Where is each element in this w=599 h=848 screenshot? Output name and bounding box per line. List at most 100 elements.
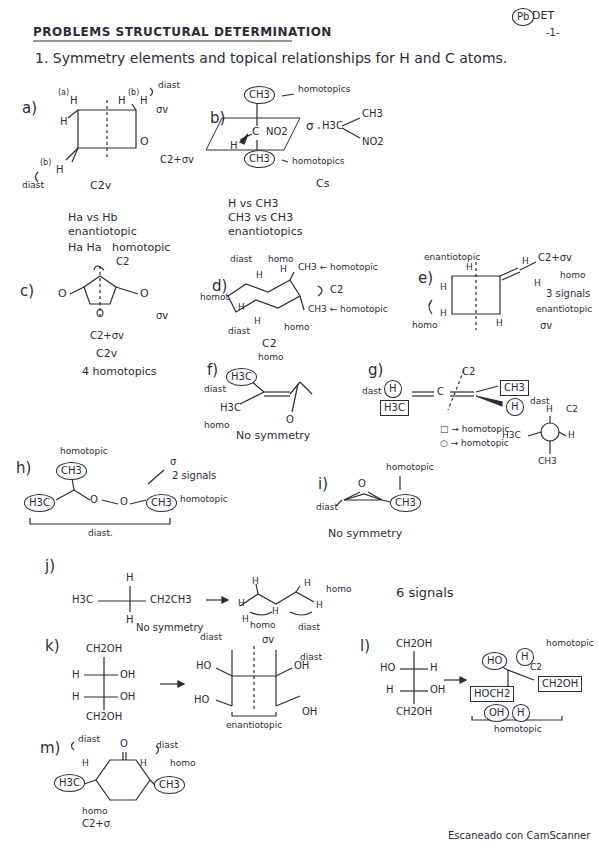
boxed-group: CH3 bbox=[500, 380, 529, 396]
note-text: homo bbox=[284, 322, 309, 332]
note-text: NO2 bbox=[266, 126, 288, 138]
node-text: H bbox=[511, 401, 519, 412]
note-text: H bbox=[386, 684, 394, 696]
note-text: H bbox=[72, 669, 80, 681]
node-text: H3C bbox=[29, 497, 50, 508]
node-text: CH3 bbox=[395, 497, 416, 508]
note-text: C bbox=[437, 386, 444, 398]
node-text: CH3 bbox=[249, 89, 270, 100]
note-text: (a) bbox=[58, 88, 69, 97]
note-text: CH2OH bbox=[86, 711, 122, 723]
note-text: e) bbox=[418, 270, 433, 287]
boxed-group: HOCH2 bbox=[470, 686, 514, 702]
note-text: Escaneado con CamScanner bbox=[448, 830, 590, 842]
cyclohexanone-m bbox=[72, 742, 159, 800]
note-text: diast bbox=[22, 180, 44, 190]
note-text: H bbox=[256, 270, 263, 280]
note-text: diast bbox=[204, 384, 226, 394]
note-text: diast bbox=[298, 622, 320, 632]
boxed-group: H3C bbox=[380, 400, 409, 416]
circled-group: H3C bbox=[54, 774, 85, 792]
circled-group: HO bbox=[482, 652, 507, 670]
note-text: Cs bbox=[316, 178, 329, 191]
note-text: H bbox=[522, 256, 529, 266]
note-text: diast bbox=[78, 734, 100, 744]
note-text: H bbox=[466, 262, 473, 272]
note-text: HO bbox=[380, 662, 395, 674]
note-text: CH2OH bbox=[86, 643, 122, 655]
node-text: HOCH2 bbox=[474, 688, 510, 699]
note-text: H bbox=[140, 758, 147, 768]
note-text: O bbox=[140, 288, 149, 301]
note-text: CH3 ← homotopic bbox=[308, 304, 388, 314]
note-text: Ha vs Hb bbox=[68, 212, 118, 225]
note-text: σv bbox=[262, 634, 274, 646]
note-text: homotopics bbox=[298, 84, 350, 94]
note-text: C2 bbox=[262, 338, 277, 351]
node-text: H bbox=[521, 651, 529, 662]
note-text: CH2OH bbox=[396, 706, 432, 718]
note-text: H bbox=[272, 606, 279, 616]
note-text: H bbox=[440, 308, 447, 318]
note-text: HO bbox=[194, 694, 209, 706]
note-text: homo bbox=[170, 758, 195, 768]
cyclobutane-e bbox=[429, 262, 536, 330]
circled-group: CH3 bbox=[244, 150, 275, 168]
circled-group: CH3 bbox=[154, 776, 185, 794]
note-text: σ bbox=[306, 120, 314, 134]
fischer-k bbox=[84, 646, 300, 716]
page-title: PROBLEMS STRUCTURAL DETERMINATION bbox=[33, 26, 332, 40]
note-text: σ bbox=[170, 456, 176, 468]
note-text: OH bbox=[294, 660, 309, 672]
note-text: H bbox=[280, 264, 287, 274]
node-text: H3C bbox=[231, 371, 252, 382]
note-text: C2+σ bbox=[82, 818, 110, 830]
note-text: σv bbox=[156, 310, 168, 322]
node-text: CH3 bbox=[61, 465, 82, 476]
note-text: ○ → homotopic bbox=[440, 438, 509, 448]
note-text: 3 signals bbox=[546, 288, 590, 300]
note-text: (b) bbox=[40, 158, 51, 167]
note-text: f) bbox=[207, 362, 218, 379]
note-text: CH2CH3 bbox=[150, 594, 192, 606]
node-text: Pb bbox=[517, 11, 529, 22]
note-text: H bbox=[440, 282, 447, 292]
note-text: H bbox=[82, 758, 89, 768]
circled-group: H3C bbox=[24, 494, 55, 512]
note-text: homotopic bbox=[494, 724, 542, 734]
note-text: H bbox=[242, 614, 249, 624]
node-text: OH bbox=[489, 707, 504, 718]
note-text: H bbox=[60, 116, 68, 128]
note-text: CH2OH bbox=[396, 638, 432, 650]
note-text: H vs CH3 bbox=[228, 198, 278, 211]
note-text: l) bbox=[360, 638, 370, 655]
note-text: H bbox=[126, 572, 134, 584]
note-text: H bbox=[230, 140, 238, 152]
note-text: homo bbox=[326, 584, 351, 594]
note-text: homo bbox=[204, 420, 229, 430]
note-text: Ha Ha bbox=[68, 242, 102, 255]
note-text: homo bbox=[250, 620, 275, 630]
note-text: O bbox=[120, 496, 128, 508]
note-text: H bbox=[316, 600, 323, 610]
note-text: C2 bbox=[116, 256, 129, 268]
note-text: homo bbox=[258, 352, 283, 362]
circled-group: CH3 bbox=[390, 494, 421, 512]
note-text: b) bbox=[210, 110, 225, 127]
note-text: CH3 bbox=[362, 108, 383, 120]
note-text: H bbox=[238, 598, 245, 608]
title-underline bbox=[33, 40, 292, 41]
note-text: OH bbox=[120, 691, 135, 703]
circled-group: OH bbox=[484, 704, 509, 722]
chair-d bbox=[228, 272, 322, 312]
note-text: 4 homotopics bbox=[82, 366, 157, 379]
note-text: m) bbox=[40, 740, 60, 757]
circled-group: H bbox=[384, 380, 402, 398]
sawhorse-j bbox=[98, 584, 314, 615]
circled-group: CH3 bbox=[146, 494, 177, 512]
note-text: C2+σv bbox=[160, 154, 194, 166]
note-text: H bbox=[252, 576, 259, 586]
note-text: H bbox=[140, 95, 148, 107]
circled-group: H bbox=[512, 704, 530, 722]
note-text: dast bbox=[362, 386, 381, 396]
